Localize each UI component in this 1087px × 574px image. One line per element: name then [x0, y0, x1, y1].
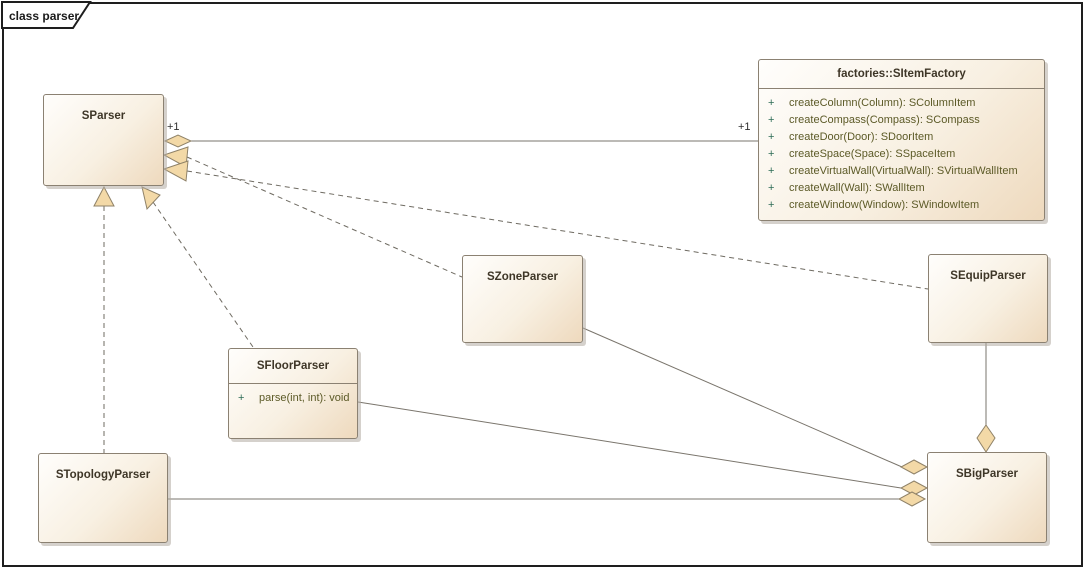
- class-box-itemfactory[interactable]: factories::SItemFactory + createColumn(C…: [758, 59, 1045, 221]
- dependency-arrowhead-icon[interactable]: [141, 186, 161, 211]
- class-name: SZoneParser: [487, 271, 558, 283]
- method-row[interactable]: + createSpace(Space): SSpaceItem: [759, 145, 1044, 162]
- method-row[interactable]: + createWindow(Window): SWindowItem: [759, 196, 1044, 213]
- class-name: STopologyParser: [55, 469, 151, 481]
- methods-compartment: + createColumn(Column): SColumnItem + cr…: [759, 89, 1044, 213]
- visibility-marker: +: [768, 198, 775, 211]
- dependency-arrowhead-icon[interactable]: [162, 160, 189, 182]
- method-signature: createVirtualWall(VirtualWall): SVirtual…: [789, 164, 1018, 177]
- visibility-marker: +: [768, 96, 775, 109]
- aggregation-diamond-icon[interactable]: [976, 424, 996, 453]
- class-name: SEquipParser: [950, 270, 1026, 282]
- method-row[interactable]: + createCompass(Compass): SCompass: [759, 111, 1044, 128]
- method-signature: createSpace(Space): SSpaceItem: [789, 147, 956, 160]
- method-signature: createWindow(Window): SWindowItem: [789, 198, 980, 211]
- aggregation-sbigparser-stopologyparser[interactable]: [168, 491, 927, 507]
- aggregation-diamond-icon[interactable]: [899, 480, 929, 496]
- dependency-sfloorparser-sparser[interactable]: [141, 186, 254, 348]
- class-name: factories::SItemFactory: [759, 60, 1044, 89]
- multiplicity-label: +1: [167, 121, 180, 133]
- method-signature: createWall(Wall): SWallItem: [789, 181, 925, 194]
- aggregation-sbigparser-sfloorparser[interactable]: [357, 401, 929, 496]
- diagram-title-tab: class parser: [1, 0, 92, 29]
- class-box-stopologyparser[interactable]: STopologyParser: [38, 453, 168, 543]
- visibility-marker: +: [768, 147, 775, 160]
- method-row[interactable]: + createColumn(Column): SColumnItem: [759, 94, 1044, 111]
- dependency-szoneparser-sparser[interactable]: [162, 146, 463, 278]
- class-name: SBigParser: [955, 468, 1018, 480]
- method-signature: createDoor(Door): SDoorItem: [789, 130, 934, 143]
- class-box-sfloorparser[interactable]: SFloorParser + parse(int, int): void: [228, 348, 358, 439]
- dependency-stopologyparser-sparser[interactable]: [93, 185, 115, 453]
- class-box-szoneparser[interactable]: SZoneParser: [462, 255, 583, 343]
- association-line[interactable]: [357, 401, 902, 489]
- tab-label: class parser: [9, 9, 79, 23]
- visibility-marker: +: [238, 391, 245, 404]
- dependency-line[interactable]: [186, 156, 463, 278]
- tab-shape: [1, 0, 92, 29]
- class-name: SParser: [81, 110, 126, 122]
- method-signature: createCompass(Compass): SCompass: [789, 113, 980, 126]
- method-row[interactable]: + parse(int, int): void: [229, 389, 357, 406]
- class-name: SFloorParser: [229, 349, 357, 384]
- visibility-marker: +: [768, 130, 775, 143]
- method-row[interactable]: + createWall(Wall): SWallItem: [759, 179, 1044, 196]
- aggregation-sbigparser-sequipparser[interactable]: [976, 343, 996, 453]
- method-signature: createColumn(Column): SColumnItem: [789, 96, 976, 109]
- aggregation-diamond-icon[interactable]: [163, 134, 193, 148]
- multiplicity-label: +1: [738, 121, 751, 133]
- dependency-sequipparser-sparser[interactable]: [162, 160, 929, 290]
- method-row[interactable]: + createVirtualWall(VirtualWall): SVirtu…: [759, 162, 1044, 179]
- dependency-arrowhead-icon[interactable]: [93, 185, 115, 207]
- visibility-marker: +: [768, 181, 775, 194]
- methods-compartment: + parse(int, int): void: [229, 384, 357, 406]
- association-line[interactable]: [582, 327, 903, 468]
- method-row[interactable]: + createDoor(Door): SDoorItem: [759, 128, 1044, 145]
- class-box-sbigparser[interactable]: SBigParser: [927, 452, 1047, 543]
- diagram-frame: [2, 2, 1083, 567]
- class-box-sparser[interactable]: SParser: [43, 94, 164, 186]
- dependency-line[interactable]: [152, 201, 254, 348]
- dependency-line[interactable]: [186, 170, 929, 290]
- aggregation-diamond-icon[interactable]: [897, 491, 927, 507]
- visibility-marker: +: [768, 164, 775, 177]
- aggregation-sbigparser-szoneparser[interactable]: [582, 327, 929, 475]
- method-signature: parse(int, int): void: [259, 391, 350, 404]
- class-box-sequipparser[interactable]: SEquipParser: [928, 254, 1048, 343]
- visibility-marker: +: [768, 113, 775, 126]
- dependency-arrowhead-icon[interactable]: [162, 146, 189, 168]
- aggregation-diamond-icon[interactable]: [899, 459, 929, 475]
- aggregation-sparser-itemfactory[interactable]: +1 +1: [163, 121, 758, 148]
